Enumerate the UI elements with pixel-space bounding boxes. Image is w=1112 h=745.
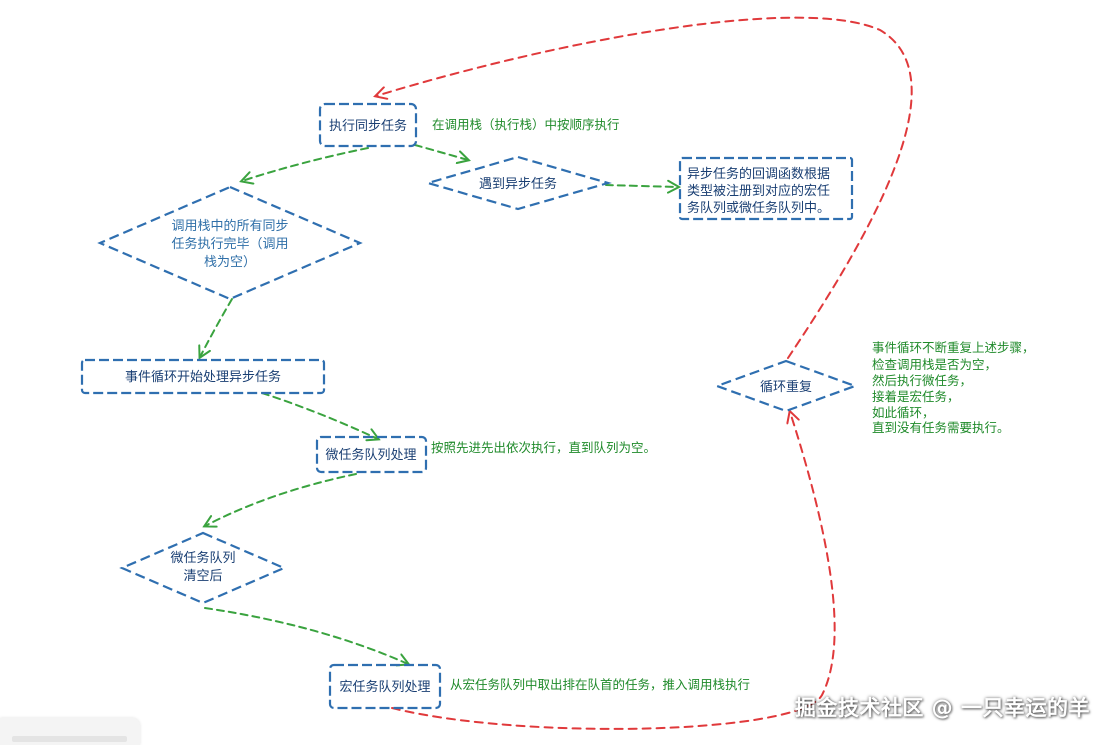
node-register-callback-line-3: 务队列或微任务队列中。 — [687, 200, 830, 216]
node-stack-empty-line-3: 栈为空） — [204, 255, 256, 270]
node-loop-repeat-label: 循环重复 — [760, 379, 812, 395]
arrow-async-to-register — [605, 185, 678, 187]
node-sync-tasks-box — [318, 102, 418, 148]
node-stack-empty-line-1: 调用栈中的所有同步 — [171, 218, 288, 234]
arrow-micro-to-micro-empty — [205, 473, 357, 526]
node-macro-queue-box — [328, 663, 442, 710]
node-sync-tasks-label: 执行同步任务 — [329, 118, 407, 134]
node-loop-repeat-diamond — [713, 359, 859, 413]
node-macro-queue-label: 宏任务队列处理 — [339, 679, 430, 695]
node-async-tasks-diamond — [424, 155, 612, 211]
node-register-callback-box — [678, 156, 854, 221]
note-loop-line-6: 直到没有任务需要执行。 — [872, 420, 1010, 435]
arrow-sync-to-async — [414, 144, 468, 160]
note-loop-line-1: 事件循环不断重复上述步骤， — [872, 340, 1035, 355]
note-micro-fifo: 按照先进先出依次执行，直到队列为空。 — [431, 440, 656, 455]
note-call-stack: 在调用栈（执行栈）中按顺序执行 — [432, 117, 620, 132]
arrow-sync-to-stack-empty — [242, 147, 369, 181]
node-register-callback-line-1: 异步任务的回调函数根据 — [687, 166, 830, 182]
bottom-left-scrollbar[interactable] — [12, 736, 127, 742]
node-event-loop-start-label: 事件循环开始处理异步任务 — [125, 369, 281, 385]
node-micro-empty-line-1: 微任务队列 — [170, 550, 235, 566]
note-loop-line-3: 然后执行微任务， — [872, 373, 972, 388]
arrow-macro-to-loop-repeat — [391, 412, 836, 730]
arrow-micro-empty-to-macro — [204, 607, 408, 664]
node-micro-queue-label: 微任务队列处理 — [325, 447, 416, 463]
node-micro-empty-diamond — [119, 531, 287, 605]
note-loop-line-5: 如此循环， — [872, 405, 935, 420]
node-async-tasks-label: 遇到异步任务 — [479, 176, 557, 192]
arrow-stack-empty-to-loop-start — [200, 298, 233, 357]
node-event-loop-start-box — [80, 358, 326, 395]
note-loop-line-4: 接着是宏任务， — [872, 389, 960, 404]
node-register-callback-line-2: 类型被注册到对应的宏任 — [687, 183, 830, 199]
node-micro-queue-box — [315, 435, 428, 474]
note-macro-take: 从宏任务队列中取出排在队首的任务，推入调用栈执行 — [450, 677, 750, 692]
watermark: 掘金技术社区 @ 一只幸运的羊 — [794, 696, 1090, 720]
note-loop-line-2: 检查调用栈是否为空， — [872, 357, 997, 372]
node-micro-empty-line-2: 清空后 — [183, 569, 222, 584]
arrow-loop-start-to-micro — [261, 392, 378, 439]
node-stack-empty-diamond — [97, 185, 363, 301]
node-stack-empty-line-2: 任务执行完毕（调用 — [171, 236, 288, 252]
arrow-loop-repeat-to-sync — [376, 16, 913, 359]
